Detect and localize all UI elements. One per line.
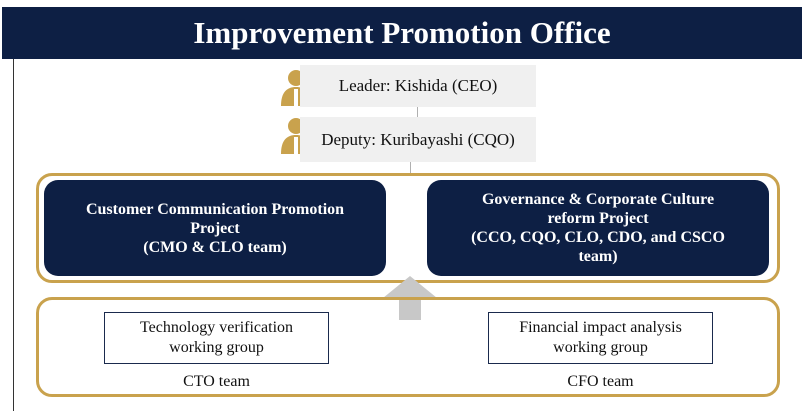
left-divider [13,59,14,411]
working-group-technology: Technology verification working group [104,312,329,364]
page-title: Improvement Promotion Office [2,7,802,59]
project-customer-communication: Customer Communication Promotion Project… [44,180,386,276]
deputy-box: Deputy: Kuribayashi (CQO) [300,117,536,162]
team-label-cto: CTO team [183,373,250,390]
connector-leader-deputy [417,106,418,118]
connector-deputy-projects [410,162,411,174]
team-label-cfo: CFO team [567,373,634,390]
project-governance-culture: Governance & Corporate Culture reform Pr… [427,180,769,276]
leader-box: Leader: Kishida (CEO) [300,65,536,107]
working-groups-frame [36,297,780,397]
working-group-financial: Financial impact analysis working group [488,312,713,364]
